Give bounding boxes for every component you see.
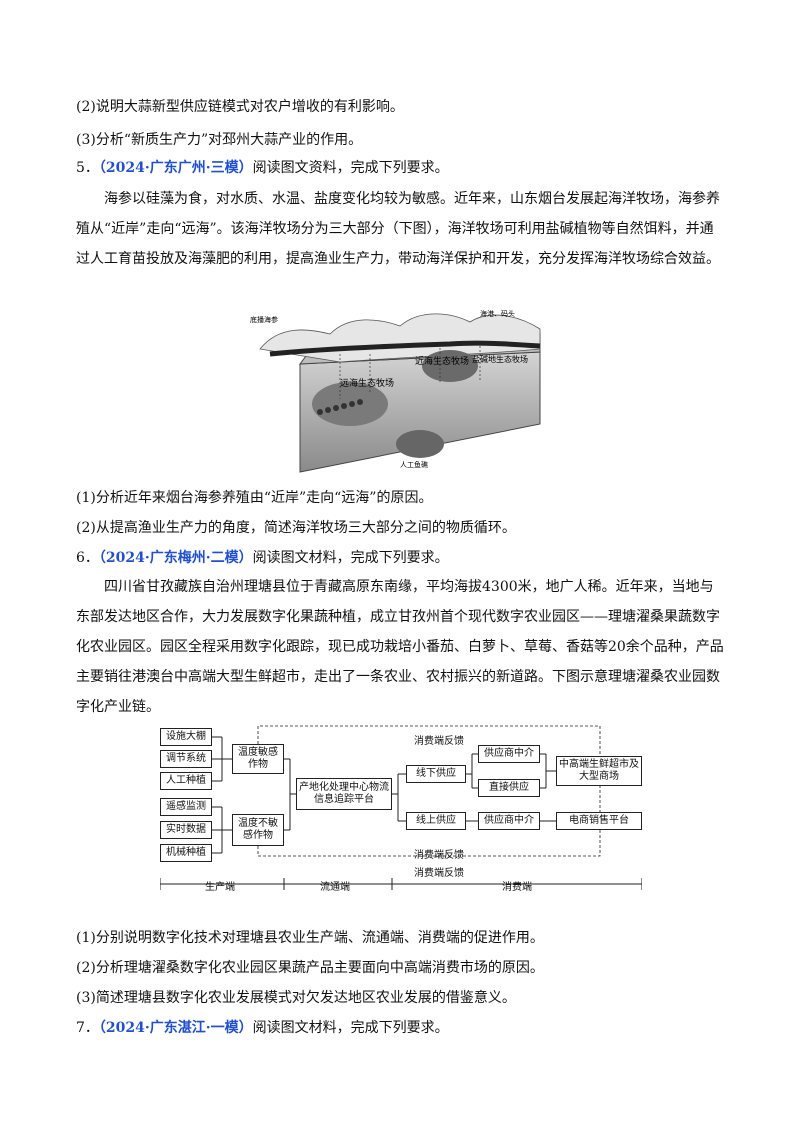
- box-high-end-market: 中高端生鲜超市及大型商场: [556, 756, 642, 786]
- q5-lead: 阅读图文资料，完成下列要求。: [252, 160, 449, 176]
- near-ranch-ellipse: [422, 350, 478, 382]
- box-ecommerce-platform: 电商销售平台: [556, 812, 642, 830]
- q6-question-2: (2)分析理塘濯桑数字化农业园区果蔬产品主要面向中高端消费市场的原因。: [76, 960, 544, 976]
- q7-source: （2024·广东湛江·一模）: [98, 1020, 253, 1036]
- question-3-text: (3)分析“新质生产力”对邳州大蒜产业的作用。: [76, 132, 363, 148]
- q5-paragraph: 海参以硅藻为食，对水质、水温、盐度变化均较为敏感。近年来，山东烟台发展起海洋牧场…: [76, 191, 720, 267]
- axis-production: 生产端: [205, 882, 235, 893]
- q5-source: （2024·广东广州·三模）: [98, 160, 253, 176]
- q5-question-2: (2)从提高渔业生产力的角度，简述海洋牧场三大部分之间的物质循环。: [76, 520, 516, 536]
- label-coastal-ranch: 盐碱地生态牧场: [472, 354, 528, 364]
- box-offline-supply: 线下供应: [406, 765, 466, 783]
- axis-consumption: 消费端: [502, 882, 532, 893]
- q6-paragraph: 四川省甘孜藏族自治州理塘县位于青藏高原东南缘，平均海拔4300米，地广人稀。近年…: [76, 579, 724, 715]
- q6-source: （2024·广东梅州·二模）: [98, 550, 253, 566]
- label-sea-cucumber: 底播海参: [250, 315, 278, 324]
- axis-circulation: 流通端: [320, 882, 350, 893]
- box-temp-sensitive-crops: 温度敏感作物: [232, 744, 284, 774]
- q7-number: 7．: [76, 1020, 99, 1036]
- q6-number: 6．: [76, 550, 99, 566]
- box-processing-center: 产地化处理中心物流信息追踪平台: [296, 778, 392, 810]
- q6-question-1: (1)分别说明数字化技术对理塘县农业生产端、流通端、消费端的促进作用。: [76, 930, 544, 946]
- diagram-connectors: [160, 725, 642, 890]
- box-manual-planting: 人工种植: [160, 772, 212, 790]
- label-near-ranch: 近海生态牧场: [415, 355, 469, 367]
- box-control-system: 调节系统: [160, 750, 212, 768]
- box-direct-supply: 直接供应: [478, 779, 540, 797]
- q6-lead: 阅读图文材料，完成下列要求。: [252, 550, 449, 566]
- supply-chain-diagram: 设施大棚 调节系统 人工种植 遥感监测 实时数据 机械种植 温度敏感作物 温度不…: [160, 724, 642, 896]
- q6-header: 6．（2024·广东梅州·二模）阅读图文材料，完成下列要求。: [76, 548, 449, 568]
- label-feedback-bottom-1: 消费端反馈: [414, 850, 464, 861]
- reef-ellipse: [396, 430, 444, 458]
- question-2-text: (2)说明大蒜新型供应链模式对农户增收的有利影响。: [76, 99, 404, 115]
- q7-lead: 阅读图文材料，完成下列要求。: [252, 1020, 449, 1036]
- box-supplier-agent-online: 供应商中介: [478, 812, 540, 830]
- label-dock: 海港、码头: [480, 309, 515, 318]
- label-artificial-reef: 人工鱼礁: [400, 460, 428, 469]
- q5-number: 5．: [76, 160, 99, 176]
- box-mechanical-planting: 机械种植: [160, 844, 212, 862]
- q5-header: 5．（2024·广东广州·三模）阅读图文资料，完成下列要求。: [76, 158, 449, 178]
- label-far-ranch: 远海生态牧场: [340, 377, 394, 389]
- label-feedback-top: 消费端反馈: [414, 736, 464, 747]
- sea-ranch-figure: 底播海参 海港、码头 近海生态牧场 盐碱地生态牧场 远海生态牧场 人工鱼礁: [250, 309, 541, 473]
- box-online-supply: 线上供应: [406, 812, 466, 830]
- box-realtime-data: 实时数据: [160, 821, 212, 839]
- box-supplier-agent: 供应商中介: [478, 745, 540, 763]
- box-remote-sensing: 遥感监测: [160, 798, 212, 816]
- box-facility-greenhouse: 设施大棚: [160, 728, 212, 746]
- label-feedback-bottom-2: 消费端反馈: [414, 868, 464, 879]
- q5-question-1: (1)分析近年来烟台海参养殖由“近岸”走向“远海”的原因。: [76, 490, 433, 506]
- q7-header: 7．（2024·广东湛江·一模）阅读图文材料，完成下列要求。: [76, 1018, 449, 1038]
- q6-question-3: (3)简述理塘县数字化农业发展模式对欠发达地区农业发展的借鉴意义。: [76, 990, 516, 1006]
- box-temp-insensitive-crops: 温度不敏感作物: [232, 814, 284, 846]
